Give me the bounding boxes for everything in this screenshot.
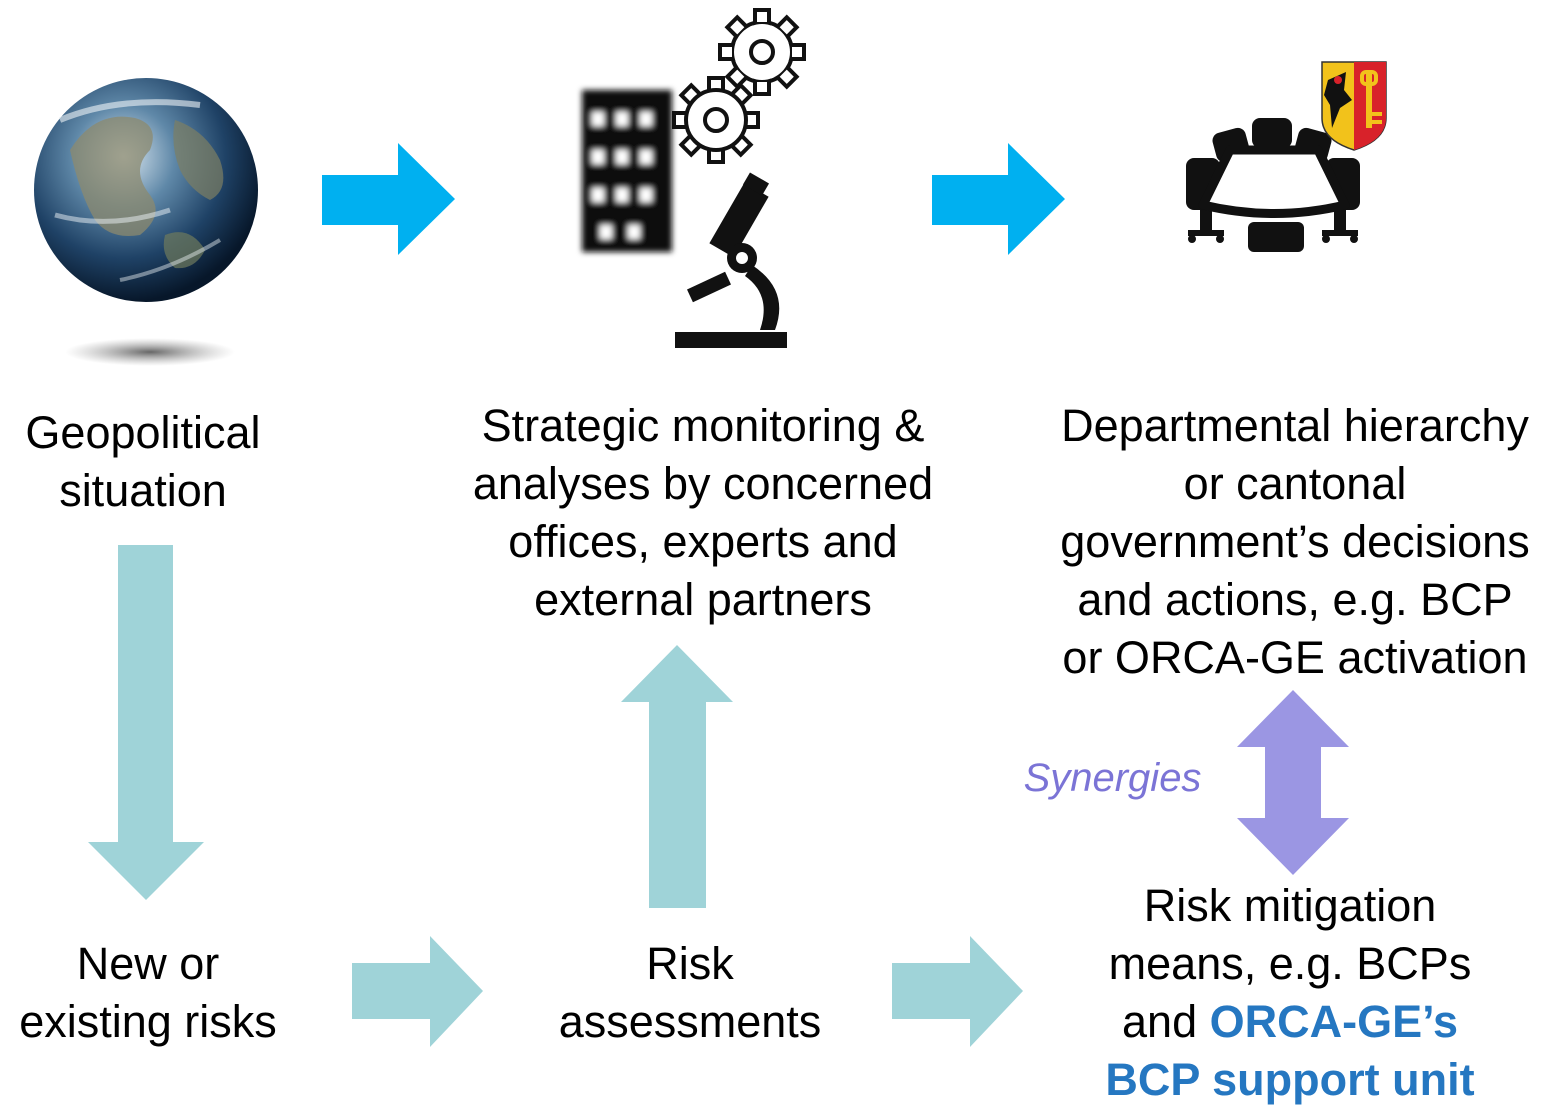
label-line: Geopolitical (25, 407, 261, 458)
node-strategic-monitoring: Strategic monitoring & analyses by conce… (430, 397, 976, 629)
label-line: New or (76, 938, 220, 989)
label-line: external partners (534, 574, 872, 625)
label-line: and actions, e.g. BCP (1077, 574, 1513, 625)
synergies-label: Synergies (1023, 756, 1202, 800)
label-line: or cantonal (1183, 458, 1407, 509)
label-line: Strategic monitoring & (481, 400, 925, 451)
earth-globe-icon (34, 78, 258, 366)
label-line: Departmental hierarchy (1061, 400, 1529, 451)
label-line: existing risks (19, 996, 277, 1047)
label-line: or ORCA-GE activation (1062, 632, 1528, 683)
label-line: situation (59, 465, 227, 516)
orca-ge-emphasis: ORCA-GE’s (1209, 996, 1458, 1047)
arrow-assessments-to-mitigation (892, 936, 1023, 1047)
arrow-globe-to-monitoring (322, 143, 455, 255)
label-line: means, e.g. BCPs (1108, 938, 1472, 989)
geneva-coat-of-arms-icon (1321, 61, 1387, 151)
label-line: analyses by concerned (472, 458, 934, 509)
label-line: assessments (558, 996, 822, 1047)
label-line: Risk (646, 938, 734, 989)
bcp-support-unit-emphasis: BCP support unit (1105, 1054, 1475, 1105)
node-risk-assessments: Risk assessments (530, 935, 850, 1051)
label-line: government’s decisions (1060, 516, 1530, 567)
microscope-icon (675, 172, 787, 348)
arrow-geopolitical-to-risks (88, 545, 204, 900)
node-geopolitical-situation: Geopolitical situation (0, 404, 286, 520)
node-government-decisions: Departmental hierarchy or cantonal gover… (1030, 397, 1560, 687)
council-table-icon (1186, 118, 1360, 252)
arrow-risks-to-assessments (352, 936, 483, 1047)
arrow-monitoring-to-decisions (932, 143, 1065, 255)
gear-icon (718, 8, 806, 96)
gear-icon (672, 76, 760, 164)
label-line: offices, experts and (508, 516, 898, 567)
label-line-mixed: and ORCA-GE’s (1040, 993, 1540, 1051)
label-prefix: and (1122, 996, 1210, 1047)
synergy-double-arrow (1237, 690, 1349, 875)
arrow-assessments-to-monitoring (621, 645, 733, 908)
label-line: Risk mitigation (1143, 880, 1437, 931)
node-new-or-existing-risks: New or existing risks (0, 935, 296, 1051)
node-risk-mitigation: Risk mitigation means, e.g. BCPs and ORC… (1040, 877, 1540, 1109)
research-building-gears-microscope-icon (582, 8, 806, 348)
